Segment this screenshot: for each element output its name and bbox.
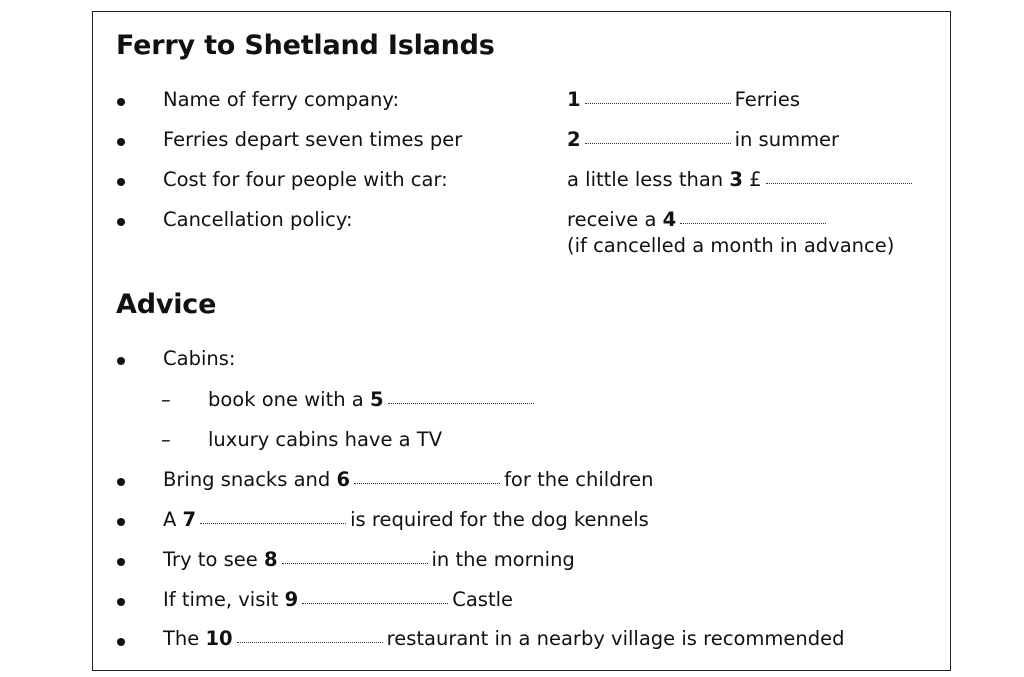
- row-label-company: Name of ferry company:: [163, 88, 400, 111]
- section-title-advice: Advice: [116, 289, 217, 320]
- gap-number: 10: [205, 627, 233, 650]
- gap-post: in summer: [734, 128, 840, 151]
- row-label-cost: Cost for four people with car:: [163, 168, 448, 191]
- answer-blank-9[interactable]: [302, 602, 449, 604]
- gap-2: 2 in summer: [567, 128, 839, 151]
- gap-pre: a little less than: [567, 168, 724, 191]
- gap-pre: The: [163, 627, 200, 650]
- gap-number: 2: [567, 128, 581, 151]
- dash: –: [161, 428, 171, 451]
- cancellation-note: (if cancelled a month in advance): [567, 234, 895, 257]
- advice-item-8: Try to see 8 in the morning: [163, 548, 575, 571]
- gap-pre: receive a: [567, 208, 657, 231]
- bullet: [117, 518, 125, 526]
- bullet: [117, 357, 125, 365]
- gap-number: 5: [369, 388, 384, 411]
- gap-3: a little less than 3 £: [567, 168, 916, 191]
- gap-post: in the morning: [431, 548, 575, 571]
- answer-blank-3[interactable]: [765, 182, 912, 184]
- answer-blank-10[interactable]: [236, 641, 383, 643]
- bullet: [117, 558, 125, 566]
- gap-number: 3: [729, 168, 743, 191]
- bullet: [117, 98, 125, 106]
- sub-item-5: book one with a 5: [208, 388, 538, 411]
- answer-blank-7[interactable]: [200, 522, 347, 524]
- dash: –: [161, 388, 171, 411]
- gap-pre: Bring snacks and: [163, 468, 331, 491]
- gap-pre: book one with a: [208, 388, 364, 411]
- gap-1: 1 Ferries: [567, 88, 800, 111]
- answer-blank-6[interactable]: [354, 482, 501, 484]
- bullet: [117, 178, 125, 186]
- row-label-cancellation: Cancellation policy:: [163, 208, 353, 231]
- bullet: [117, 478, 125, 486]
- gap-post: restaurant in a nearby village is recomm…: [386, 627, 845, 650]
- currency-symbol: £: [749, 168, 762, 191]
- advice-item-7: A 7 is required for the dog kennels: [163, 508, 649, 531]
- bullet: [117, 598, 125, 606]
- advice-item-9: If time, visit 9 Castle: [163, 588, 513, 611]
- gap-4: receive a 4: [567, 208, 830, 231]
- section-title-ferry: Ferry to Shetland Islands: [116, 30, 495, 61]
- answer-blank-4[interactable]: [680, 222, 827, 224]
- gap-pre: Try to see: [163, 548, 258, 571]
- bullet: [117, 638, 125, 646]
- sub-item-tv: luxury cabins have a TV: [208, 428, 443, 451]
- document-frame: [92, 11, 951, 671]
- advice-item-6: Bring snacks and 6 for the children: [163, 468, 654, 491]
- answer-blank-1[interactable]: [584, 102, 731, 104]
- advice-item-10: The 10 restaurant in a nearby village is …: [163, 627, 845, 650]
- gap-number: 1: [567, 88, 581, 111]
- row-label-depart: Ferries depart seven times per: [163, 128, 463, 151]
- gap-post: is required for the dog kennels: [350, 508, 649, 531]
- gap-number: 7: [182, 508, 197, 531]
- gap-pre: If time, visit: [163, 588, 279, 611]
- bullet: [117, 138, 125, 146]
- bullet: [117, 218, 125, 226]
- gap-post: Castle: [452, 588, 514, 611]
- answer-blank-8[interactable]: [281, 562, 428, 564]
- gap-number: 8: [263, 548, 278, 571]
- gap-number: 6: [336, 468, 351, 491]
- answer-blank-2[interactable]: [584, 142, 731, 144]
- gap-number: 9: [284, 588, 299, 611]
- gap-number: 4: [662, 208, 677, 231]
- gap-post: Ferries: [734, 88, 800, 111]
- gap-post: for the children: [504, 468, 654, 491]
- gap-pre: A: [163, 508, 177, 531]
- answer-blank-5[interactable]: [387, 402, 534, 404]
- cabins-label: Cabins:: [163, 347, 236, 370]
